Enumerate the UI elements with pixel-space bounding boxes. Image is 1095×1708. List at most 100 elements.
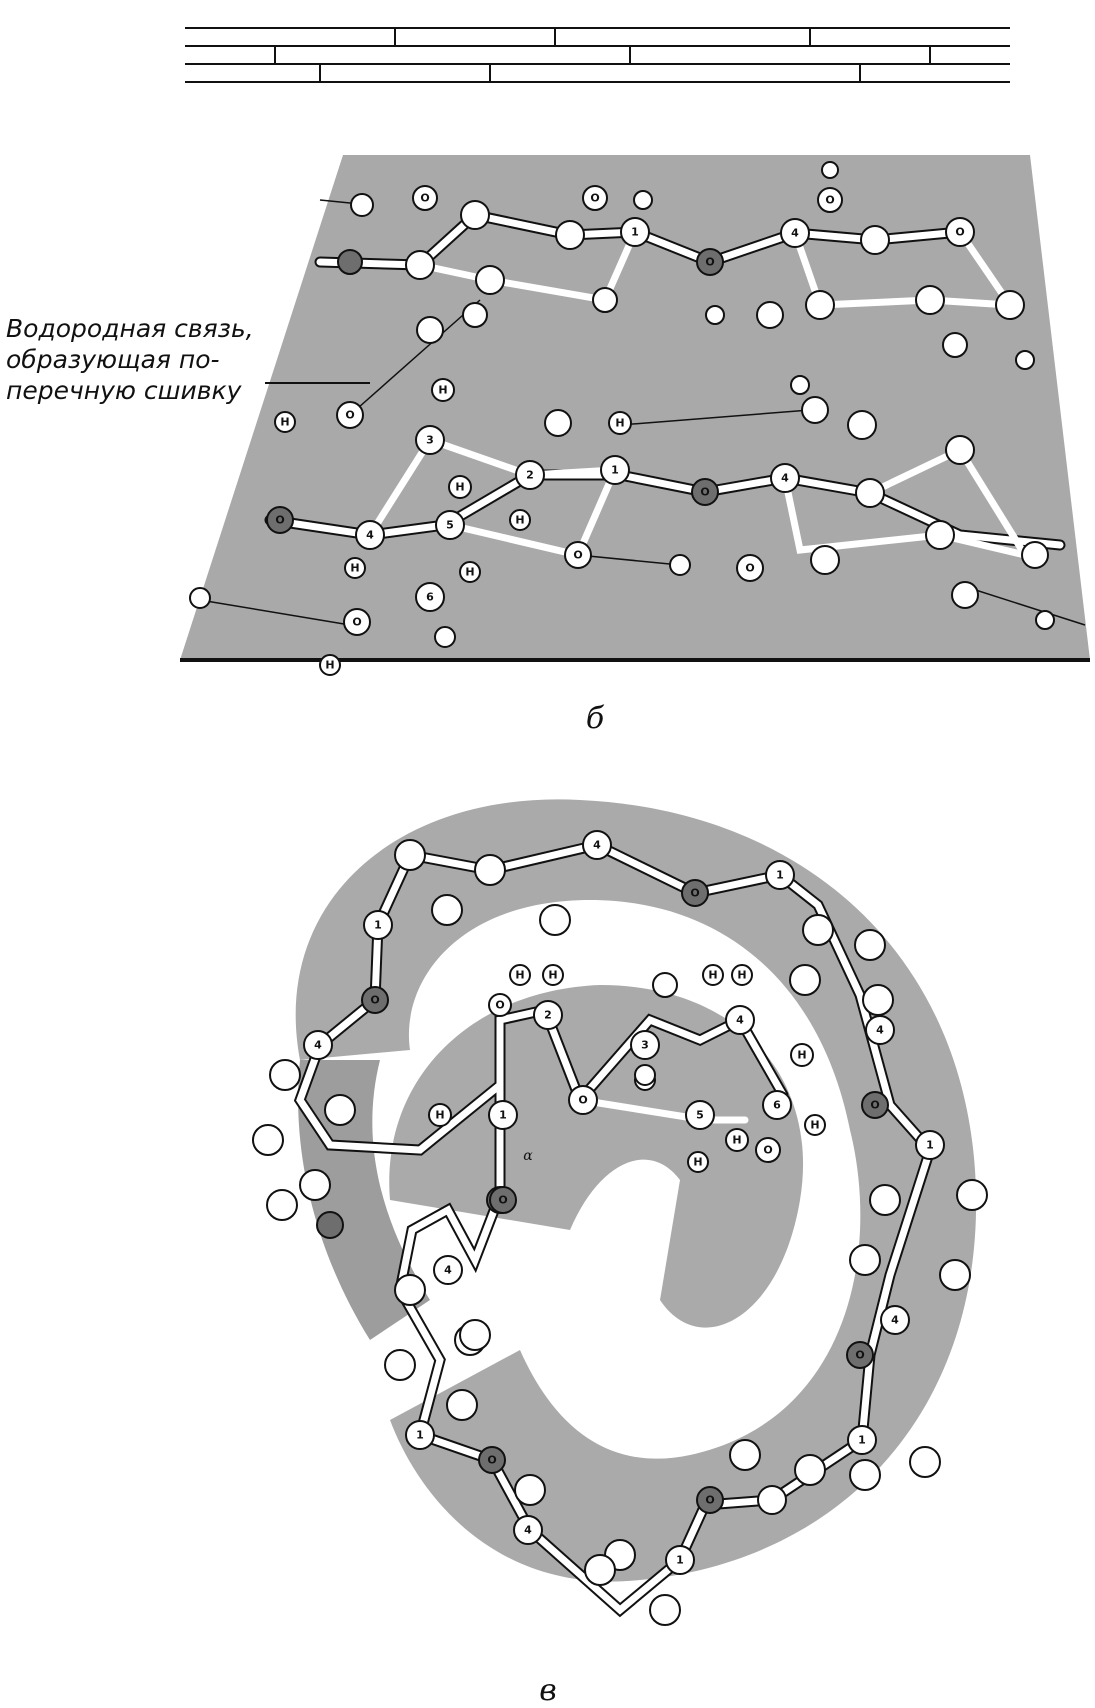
atom-oxygen [736, 554, 764, 582]
atom-carbon [555, 220, 585, 250]
atom-oxygen [336, 401, 364, 429]
atom-carbon-5 [685, 1100, 715, 1130]
atom-oxygen [756, 301, 784, 329]
atom-carbon [462, 302, 488, 328]
atom [350, 193, 374, 217]
annotation-line-1: Водородная связь, [6, 314, 254, 343]
atom-hydrogen [687, 1151, 709, 1173]
atom-carbon-1 [405, 1420, 435, 1450]
atom-carbon-1 [665, 1545, 695, 1575]
ring-bond [781, 445, 1033, 561]
atom-carbon-4 [770, 463, 800, 493]
atom-label: 4 [524, 1524, 532, 1537]
atom-bridge-oxygen [691, 478, 719, 506]
atom-carbon-5 [435, 510, 465, 540]
panel-c-atoms [252, 830, 988, 1626]
atom-carbon-4 [757, 1485, 787, 1515]
ring-bond [416, 228, 639, 304]
atom-label: O [498, 1194, 507, 1207]
atom-carbon [1021, 541, 1049, 569]
atom-oxygen [343, 608, 371, 636]
atom-hydrogen [705, 305, 725, 325]
atom-oxygen [412, 185, 438, 211]
atom-hydrogen [633, 190, 653, 210]
atom-oxygen [945, 217, 975, 247]
atom-carbon [460, 200, 490, 230]
atom-label: O [763, 1144, 772, 1157]
atom-label: 4 [314, 1039, 322, 1052]
atom-bridge-oxygen [681, 879, 709, 907]
atom-label: H [325, 659, 334, 672]
atom [802, 914, 834, 946]
atom-label: O [825, 194, 834, 207]
atom [849, 1244, 881, 1276]
atom-hydrogen [434, 626, 456, 648]
atom-label: 1 [611, 464, 619, 477]
atom-label: O [955, 226, 964, 239]
atom-oxygen [817, 187, 843, 213]
atom-oxygen [488, 993, 512, 1017]
atom-hydrogen [448, 475, 472, 499]
atom-label: 1 [374, 919, 382, 932]
atom-hydrogen [542, 964, 564, 986]
atom-carbon [925, 520, 955, 550]
atom [939, 1259, 971, 1291]
atom-label: H [615, 417, 624, 430]
atom-carbon [847, 410, 877, 440]
atom-label: 2 [526, 469, 534, 482]
atom-hydrogen [344, 557, 366, 579]
atom-label: 4 [781, 472, 789, 485]
atom-oxygen [592, 287, 618, 313]
panel-c-atom-labels: 4 O 1 1 O 4 2 3 4 H H H H H O 1 O 5 6 H … [314, 839, 934, 1567]
atom-hydrogen [509, 509, 531, 531]
atom-carbon-1 [915, 1130, 945, 1160]
atom-carbon [855, 478, 885, 508]
atom-hydrogen [459, 561, 481, 583]
atom [584, 1554, 616, 1586]
atom-label: 6 [773, 1099, 781, 1112]
atom [789, 964, 821, 996]
atom-oxygen [652, 972, 678, 998]
atom-label: H [280, 416, 289, 429]
atom-label: H [693, 1156, 702, 1169]
panel-b-hbonds [199, 199, 1086, 626]
atom-oxygen [564, 541, 592, 569]
atom [384, 1349, 416, 1381]
annotation-line-3: перечную сшивку [6, 376, 243, 405]
atom-carbon-4 [865, 1015, 895, 1045]
atom-label: O [870, 1099, 879, 1112]
helix-band-inner [389, 985, 804, 1328]
atom-oxygen [568, 1085, 598, 1115]
atom-hydrogen [669, 554, 691, 576]
atom-label: O [495, 999, 504, 1012]
atom-bridge-oxygen [696, 248, 724, 276]
hydrogen-bond-line [577, 554, 681, 566]
atom-hydrogen [790, 1043, 814, 1067]
atom-carbon [805, 290, 835, 320]
atom [266, 1189, 298, 1221]
atom-label: H [732, 1134, 741, 1147]
atom-label: 1 [499, 1109, 507, 1122]
atom [431, 894, 463, 926]
atom-carbon-1 [765, 860, 795, 890]
atom-carbon-4 [433, 1255, 463, 1285]
atom-hydrogen [428, 1103, 452, 1127]
alpha-label: α [523, 1148, 533, 1164]
atom-label: O [690, 887, 699, 900]
atom-carbon [915, 285, 945, 315]
atom [649, 1594, 681, 1626]
chain-backbone [266, 471, 1064, 549]
atom-label: O [855, 1349, 864, 1362]
atom-label: H [438, 384, 447, 397]
atom-bridge-oxygen [337, 249, 363, 275]
atom-label: 4 [891, 1314, 899, 1327]
atom-hydrogen [634, 1064, 656, 1086]
atom-bridge-oxygen [266, 506, 294, 534]
atom-label: O [370, 994, 379, 1007]
atom-label: 4 [593, 839, 601, 852]
atom-bridge-oxygen [696, 1486, 724, 1514]
atom-oxygen [951, 581, 979, 609]
atom [794, 1454, 826, 1486]
atom-label: 4 [736, 1014, 744, 1027]
